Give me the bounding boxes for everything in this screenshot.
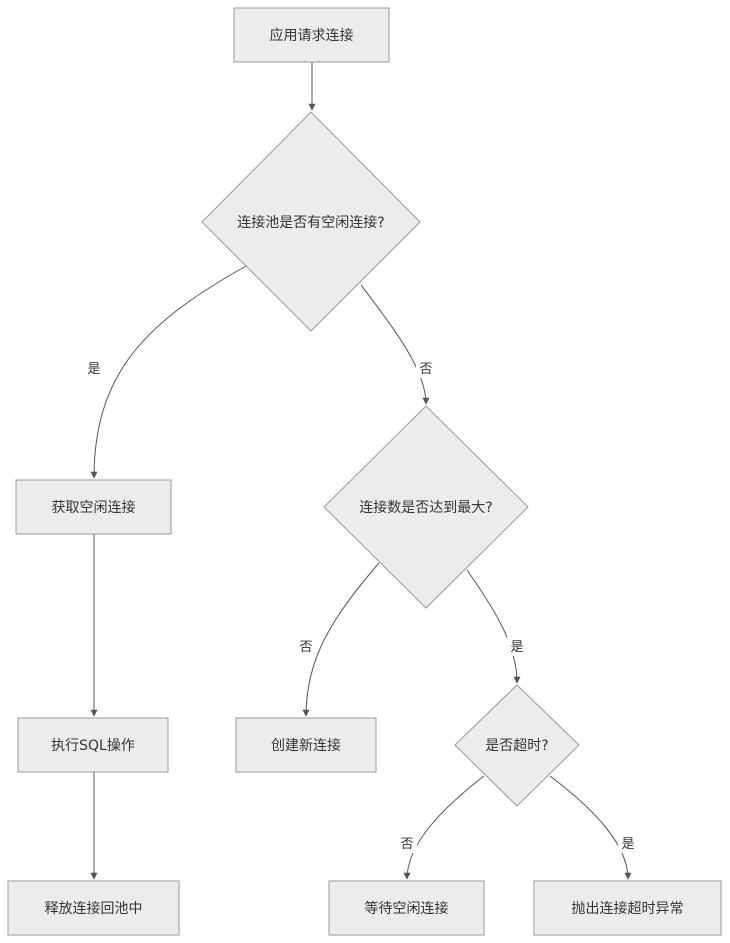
edge-max-to-create bbox=[302, 562, 380, 717]
edge-label-max-yes: 是 bbox=[507, 636, 527, 656]
svg-text:是否超时?: 是否超时? bbox=[485, 738, 548, 754]
node-create-new: 创建新连接 bbox=[235, 717, 377, 773]
svg-text:连接池是否有空闲连接?: 连接池是否有空闲连接? bbox=[237, 214, 384, 231]
svg-text:应用请求连接: 应用请求连接 bbox=[270, 27, 354, 44]
edge-label-max-no: 否 bbox=[296, 636, 316, 656]
svg-text:是: 是 bbox=[621, 837, 634, 852]
node-request: 应用请求连接 bbox=[233, 7, 390, 63]
edge-label-timeout-no: 否 bbox=[397, 833, 417, 853]
edge-label-has-idle-no: 否 bbox=[416, 358, 436, 378]
svg-text:连接数是否达到最大?: 连接数是否达到最大? bbox=[359, 499, 492, 516]
node-get-idle: 获取空闲连接 bbox=[15, 479, 172, 535]
node-exec-sql: 执行SQL操作 bbox=[17, 717, 169, 773]
edge-label-has-idle-yes: 是 bbox=[84, 358, 104, 378]
svg-text:创建新连接: 创建新连接 bbox=[271, 737, 341, 754]
svg-text:是: 是 bbox=[510, 640, 523, 655]
edge-timeout-to-wait bbox=[403, 775, 485, 880]
node-has-idle: 连接池是否有空闲连接? bbox=[201, 111, 421, 332]
node-wait-idle: 等待空闲连接 bbox=[328, 880, 485, 936]
node-max-reached: 连接数是否达到最大? bbox=[323, 405, 529, 609]
svg-text:抛出连接超时异常: 抛出连接超时异常 bbox=[572, 900, 684, 917]
edge-max-to-timeout bbox=[466, 569, 521, 684]
svg-text:释放连接回池中: 释放连接回池中 bbox=[45, 900, 143, 917]
svg-text:执行SQL操作: 执行SQL操作 bbox=[51, 738, 135, 754]
svg-text:否: 否 bbox=[419, 362, 432, 377]
edge-label-timeout-yes: 是 bbox=[618, 833, 638, 853]
node-release: 释放连接回池中 bbox=[7, 880, 180, 936]
svg-text:是: 是 bbox=[87, 362, 100, 377]
edge-has-idle-to-get-idle bbox=[90, 265, 247, 479]
node-timeout: 是否超时? bbox=[454, 684, 580, 807]
edge-timeout-to-throw bbox=[549, 775, 632, 880]
node-throw-timeout: 抛出连接超时异常 bbox=[533, 880, 722, 936]
svg-text:获取空闲连接: 获取空闲连接 bbox=[52, 499, 136, 516]
svg-text:等待空闲连接: 等待空闲连接 bbox=[365, 900, 449, 917]
svg-text:否: 否 bbox=[400, 837, 413, 852]
edge-has-idle-to-max bbox=[360, 284, 430, 405]
svg-text:否: 否 bbox=[299, 640, 312, 655]
